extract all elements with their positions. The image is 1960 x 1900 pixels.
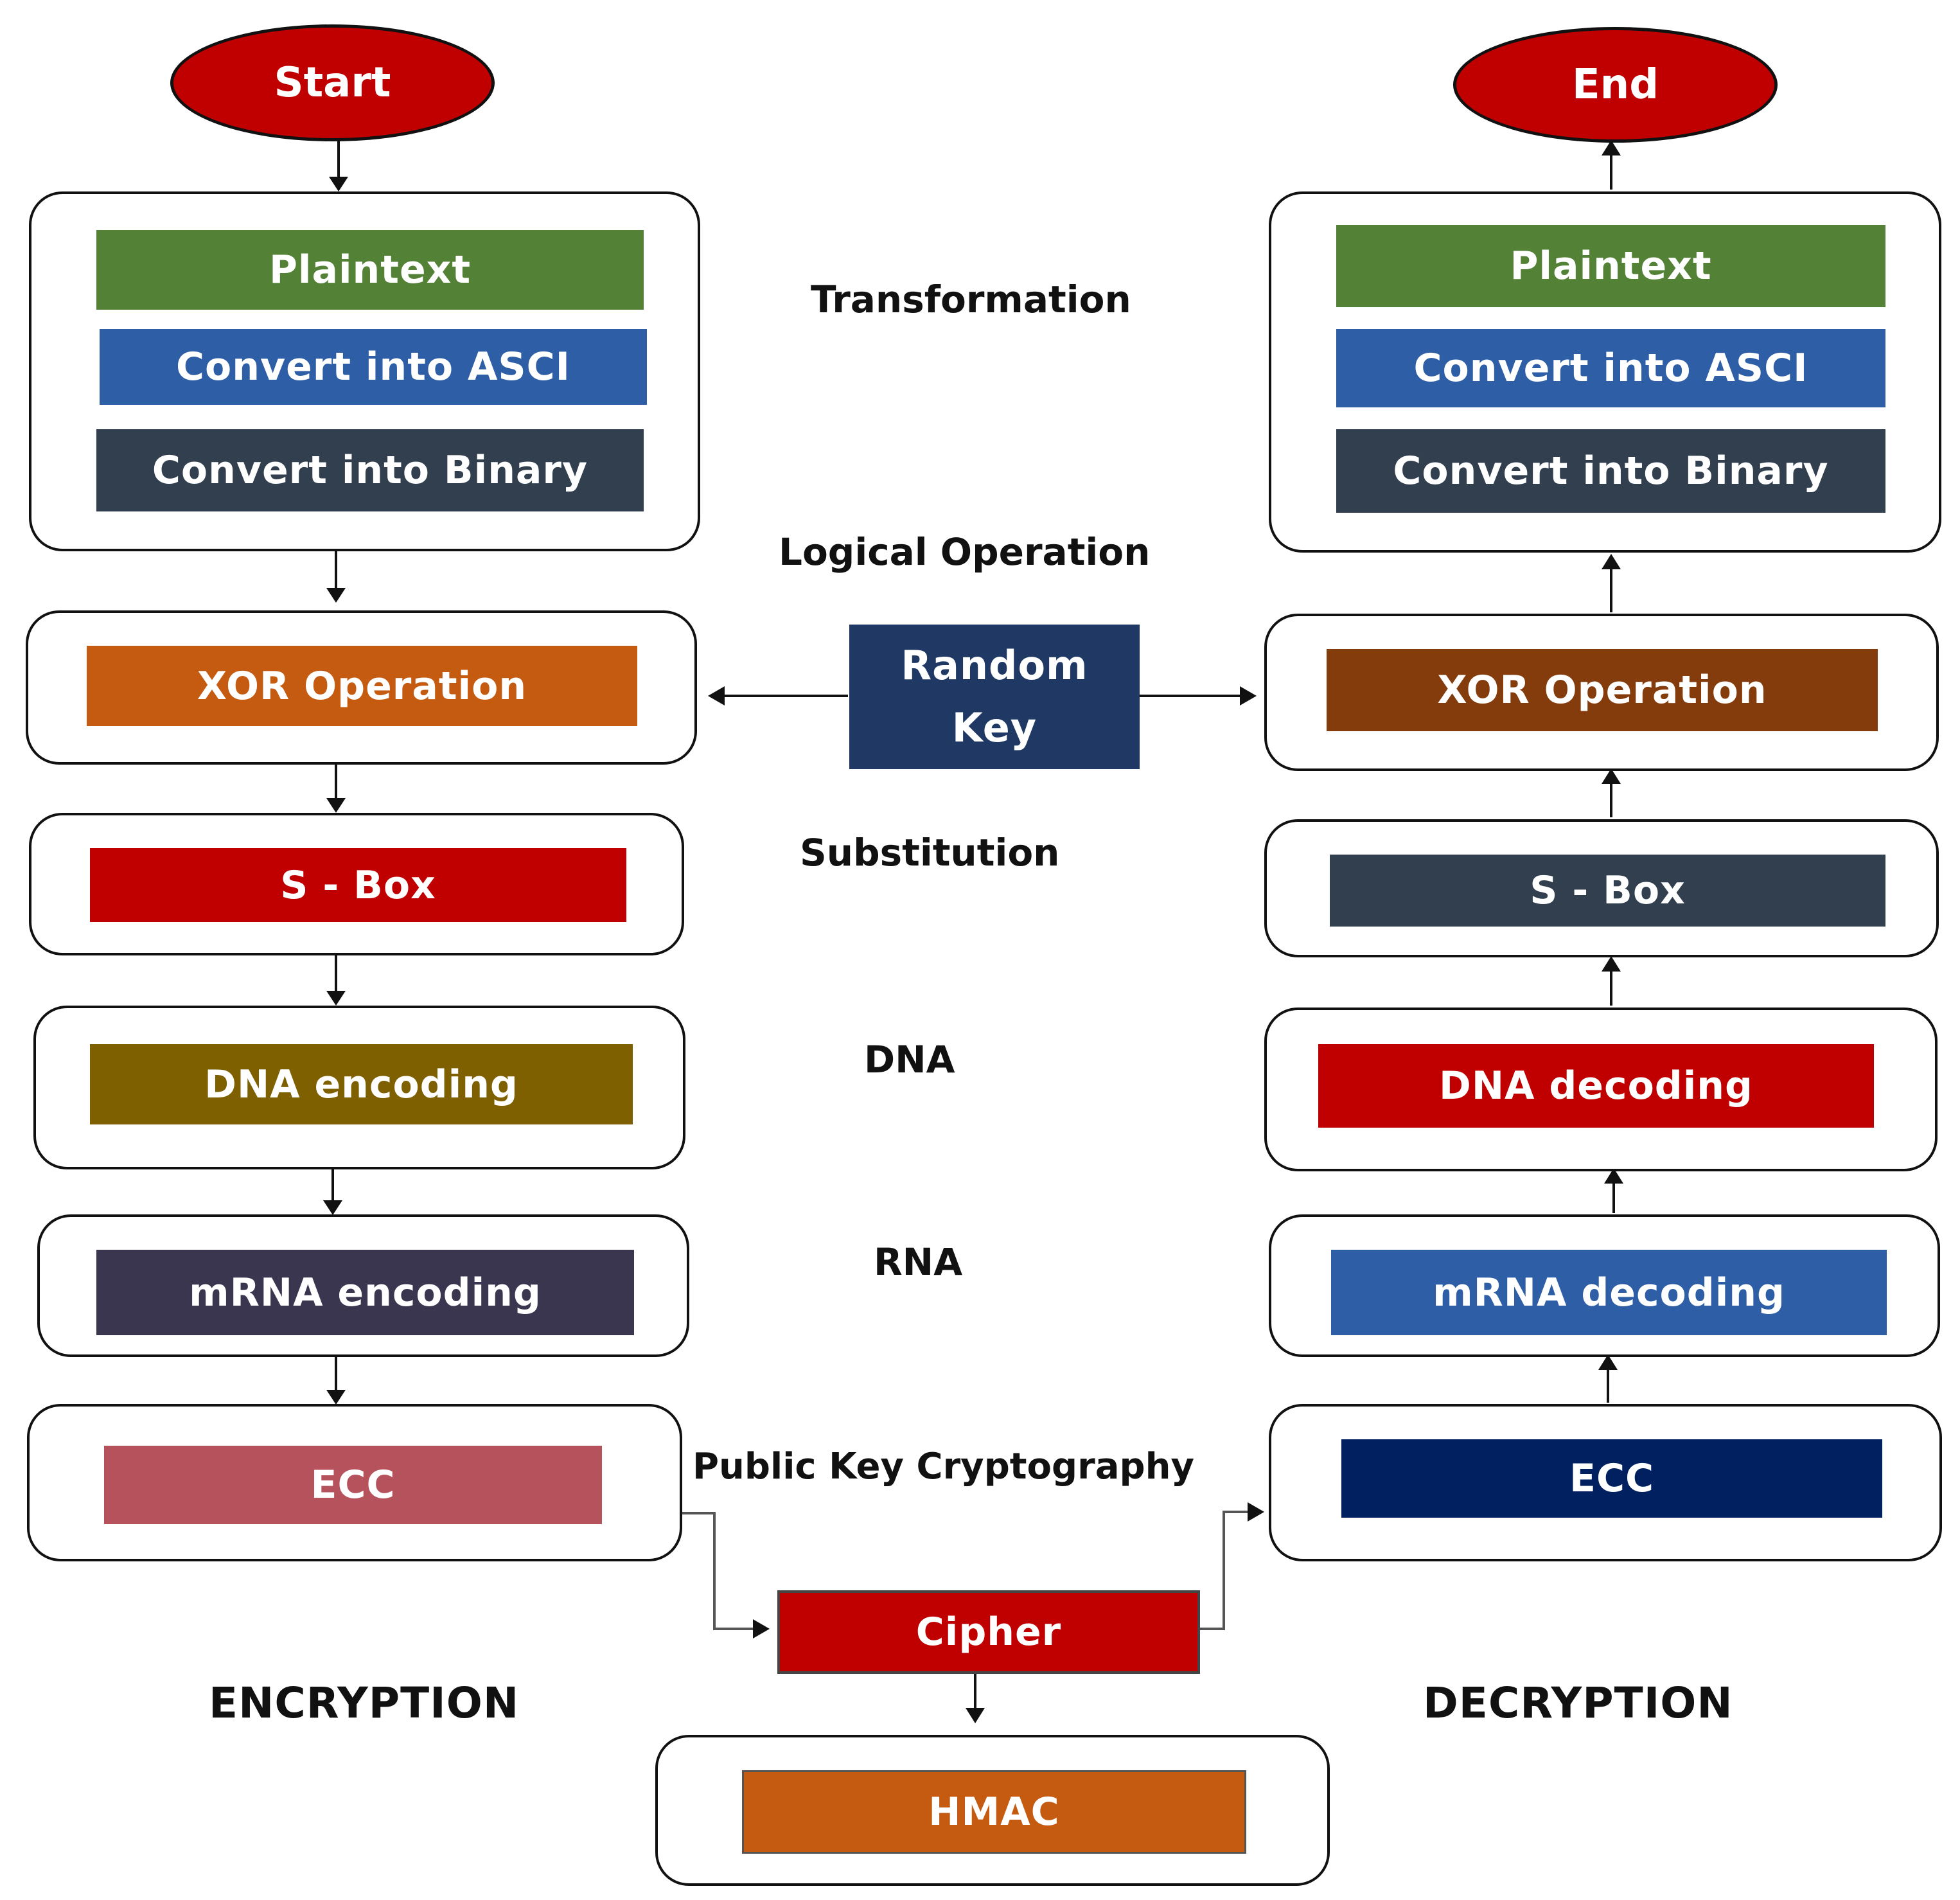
dec-ecc-block: ECC [1341, 1439, 1882, 1518]
label-dna: DNA [864, 1038, 955, 1081]
label-rna: RNA [874, 1240, 963, 1284]
arrowhead [329, 177, 348, 191]
label-public-key-cryptography: Public Key Cryptography [693, 1446, 1194, 1487]
arrowhead [326, 798, 346, 813]
enc-binary-block: Convert into Binary [96, 429, 644, 511]
enc-xor-block: XOR Operation [87, 646, 637, 726]
enc-sbox-block: S - Box [90, 848, 626, 922]
arrowhead [1240, 686, 1257, 706]
arrowhead [1602, 956, 1621, 972]
dec-mrna-block: mRNA decoding [1331, 1250, 1887, 1335]
enc-plaintext-block: Plaintext [96, 230, 644, 310]
dec-binary-block: Convert into Binary [1336, 429, 1885, 513]
end-terminal: End [1453, 27, 1778, 143]
arrowhead [326, 588, 346, 603]
encryption-title: ENCRYPTION [209, 1678, 520, 1728]
arrowhead [326, 1390, 346, 1405]
cipher-block: Cipher [777, 1590, 1200, 1674]
arrowhead [326, 991, 346, 1006]
dec-sbox-block: S - Box [1330, 855, 1885, 927]
arrowhead [1602, 140, 1621, 155]
arrowhead [753, 1619, 770, 1638]
enc-ascii-block: Convert into ASCI [100, 329, 647, 405]
dec-ascii-block: Convert into ASCI [1336, 329, 1885, 407]
enc-mrna-block: mRNA encoding [96, 1250, 634, 1335]
dec-dna-block: DNA decoding [1318, 1044, 1874, 1128]
arrowhead [1602, 554, 1621, 569]
arrowhead [1248, 1502, 1264, 1522]
arrowhead [966, 1708, 985, 1723]
arrow-enc-ecc-to-cipher [681, 1512, 764, 1630]
arrowhead [1598, 1354, 1618, 1370]
arrowhead [708, 686, 725, 706]
label-transformation: Transformation [811, 278, 1131, 321]
dec-plaintext-block: Plaintext [1336, 225, 1885, 307]
decryption-title: DECRYPTION [1423, 1678, 1733, 1728]
arrow-cipher-to-dec-ecc [1199, 1511, 1259, 1630]
start-terminal: Start [170, 24, 495, 141]
label-logical-operation: Logical Operation [779, 530, 1151, 574]
random-key-block: Random Key [849, 625, 1140, 769]
hmac-block: HMAC [742, 1770, 1246, 1854]
label-substitution: Substitution [800, 831, 1060, 875]
enc-dna-block: DNA encoding [90, 1044, 633, 1124]
arrowhead [323, 1200, 342, 1215]
dec-xor-block: XOR Operation [1327, 649, 1878, 731]
arrowhead [1602, 768, 1621, 784]
arrowhead [1604, 1168, 1623, 1184]
enc-ecc-block: ECC [104, 1446, 602, 1524]
